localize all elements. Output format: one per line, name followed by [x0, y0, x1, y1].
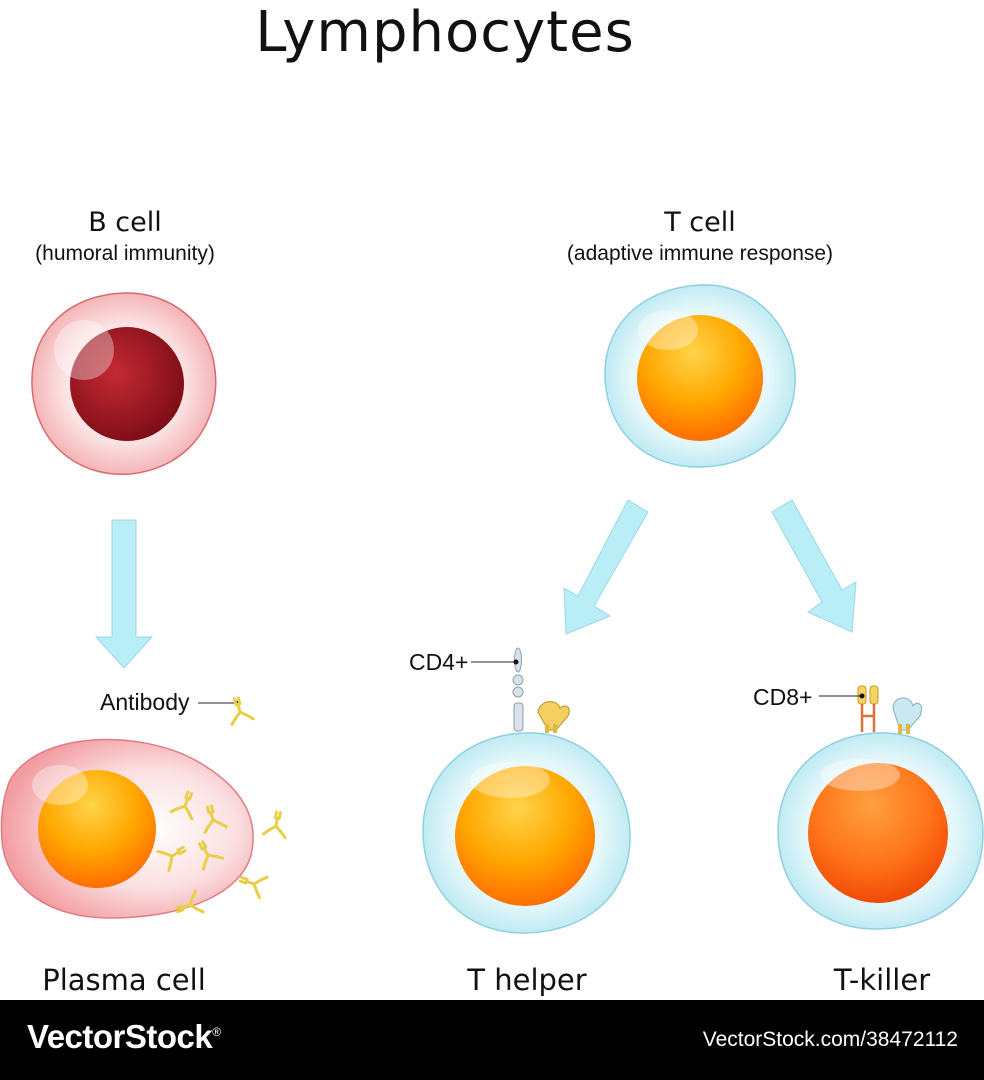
brand-name: VectorStock	[27, 1018, 213, 1055]
t-cell-nucleus	[637, 315, 763, 441]
diagram-canvas: Lymphocytes B cell (humoral immunity) T …	[0, 0, 984, 997]
page-title: Lymphocytes	[255, 0, 635, 65]
t-killer-nucleus	[808, 763, 948, 903]
t-killer-receptor	[892, 697, 923, 734]
cd4-receptor	[512, 647, 524, 732]
t-helper-receptor	[537, 701, 570, 733]
antibody-label: Antibody	[100, 689, 190, 715]
t-killer-cell	[777, 732, 984, 930]
footer-bar: VectorStock® VectorStock.com/38472112	[0, 1000, 984, 1080]
t-helper-nucleus	[455, 766, 595, 906]
b-cell-label: B cell	[88, 207, 162, 238]
brand-logo: VectorStock®	[27, 1018, 221, 1056]
b-cell-nucleus	[70, 327, 184, 441]
plasma-cell-label: Plasma cell	[42, 963, 206, 997]
t-helper-cell	[422, 732, 631, 934]
b-cell-description: (humoral immunity)	[35, 242, 215, 265]
arrow-t-to-killer	[771, 499, 857, 633]
arrow-t-to-helper	[563, 499, 649, 635]
t-cell	[604, 284, 796, 468]
cd8-receptor	[857, 685, 879, 732]
cd4-leader-dot	[513, 659, 519, 665]
registered-mark: ®	[212, 1025, 221, 1039]
diagram-graphics	[0, 284, 984, 934]
stock-id: VectorStock.com/38472112	[702, 1028, 958, 1051]
cd8-leader-dot	[859, 693, 865, 699]
arrow-b-to-plasma	[94, 519, 154, 669]
b-cell	[31, 292, 217, 475]
antibody-icon	[224, 694, 255, 727]
plasma-cell	[0, 738, 291, 922]
t-helper-label: T helper	[467, 963, 587, 997]
cd4-label: CD4+	[409, 649, 469, 675]
t-killer-label: T-killer	[833, 963, 931, 997]
cd8-label: CD8+	[753, 684, 813, 710]
plasma-cell-nucleus	[38, 770, 156, 888]
t-cell-label: T cell	[664, 207, 736, 238]
t-cell-description: (adaptive immune response)	[566, 242, 834, 265]
